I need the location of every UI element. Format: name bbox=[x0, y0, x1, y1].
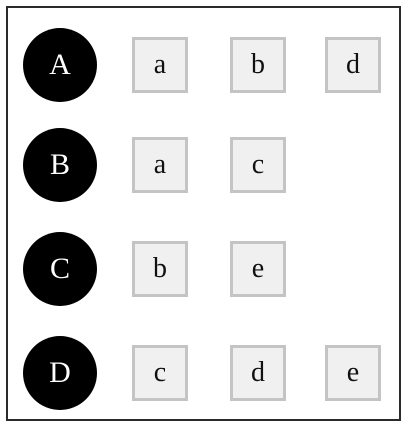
row-a: A a b d bbox=[8, 28, 399, 102]
diagram-frame: A a b d B a c C b e D c d e bbox=[6, 6, 401, 421]
item-box: a bbox=[132, 137, 188, 193]
node-circle: D bbox=[23, 336, 97, 410]
item-box: e bbox=[230, 241, 286, 297]
node-circle: B bbox=[23, 128, 97, 202]
item-box: c bbox=[230, 137, 286, 193]
node-circle: A bbox=[23, 28, 97, 102]
item-box: b bbox=[132, 241, 188, 297]
item-box: c bbox=[132, 345, 188, 401]
item-box: a bbox=[132, 37, 188, 93]
item-box: d bbox=[230, 345, 286, 401]
row-b: B a c bbox=[8, 128, 399, 202]
row-c: C b e bbox=[8, 232, 399, 306]
node-circle: C bbox=[23, 232, 97, 306]
item-box: b bbox=[230, 37, 286, 93]
row-d: D c d e bbox=[8, 336, 399, 410]
item-box: d bbox=[325, 37, 381, 93]
item-box: e bbox=[325, 345, 381, 401]
